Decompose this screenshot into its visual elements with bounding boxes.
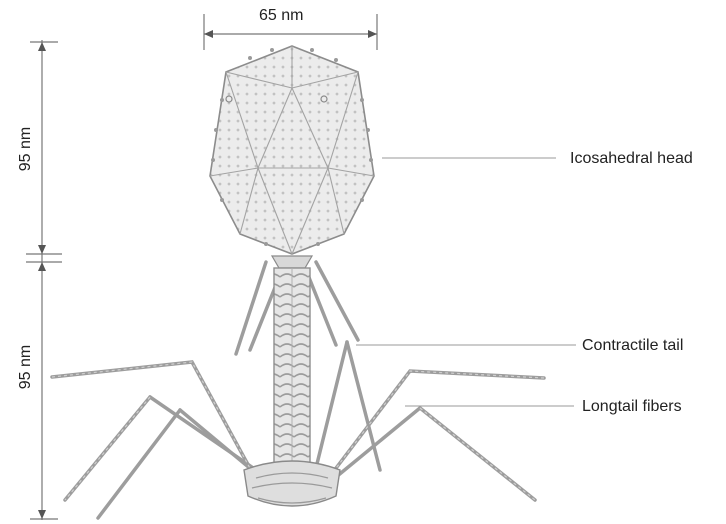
baseplate [244,461,340,506]
head-callout-label: Icosahedral head [570,150,693,168]
height-dimension [26,40,62,520]
tail-height-label: 95 nm [17,343,35,391]
head-height-label: 95 nm [17,125,35,173]
icosahedral-head [210,46,374,254]
tail-callout-label: Contractile tail [582,337,683,355]
contractile-tail [272,256,312,464]
fibers-callout-label: Longtail fibers [582,398,682,416]
callout-lines [356,158,576,406]
width-label: 65 nm [259,7,303,25]
